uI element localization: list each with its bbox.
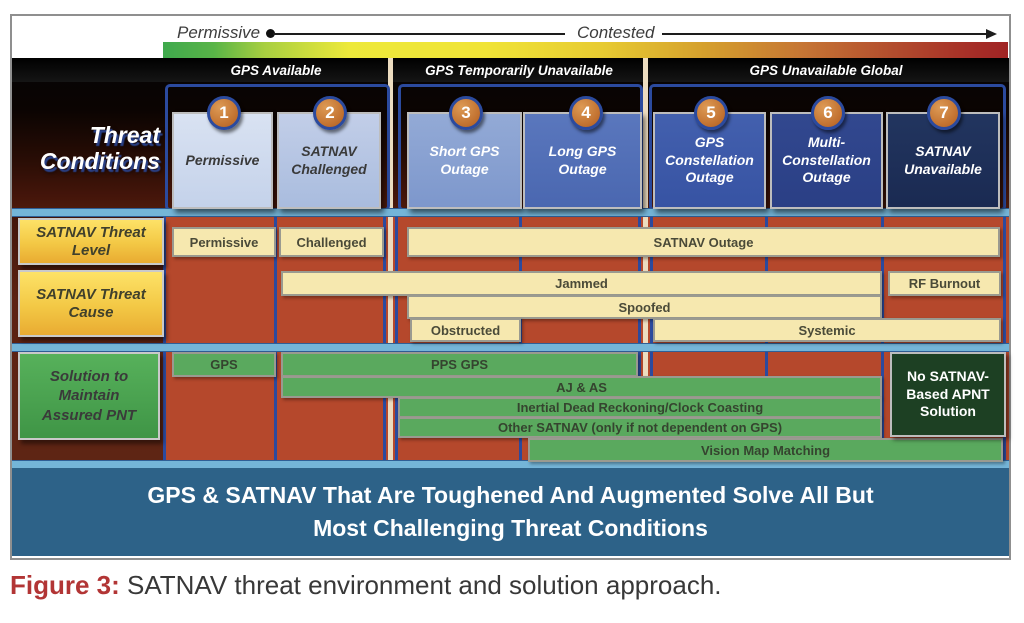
row-label-satnav-threat-cause: SATNAV Threat Cause xyxy=(18,270,164,337)
column-line xyxy=(638,208,641,460)
section-header-strip xyxy=(12,58,1009,82)
column-line xyxy=(395,208,398,460)
row-label-threat-conditions: Threat Conditions xyxy=(39,122,160,175)
bar-solution-inertial: Inertial Dead Reckoning/Clock Coasting xyxy=(398,397,882,418)
number-circle-6: 6 xyxy=(811,96,845,130)
section-header-gps-unavailable-global: GPS Unavailable Global xyxy=(749,63,903,78)
banner-line-2: Most Challenging Threat Conditions xyxy=(313,515,708,541)
timeline-dot-icon xyxy=(266,29,275,38)
scale-permissive-label: Permissive xyxy=(177,23,261,42)
summary-banner: GPS & SATNAV That Are Toughened And Augm… xyxy=(12,468,1009,556)
number-circle-4: 4 xyxy=(569,96,603,130)
bar-solution-vision-map-matching: Vision Map Matching xyxy=(528,438,1003,462)
scale-line-left xyxy=(273,33,565,35)
column-line xyxy=(383,208,386,460)
separator-band xyxy=(12,343,1009,352)
condition-box-gps-constellation-outage: GPS Constellation Outage xyxy=(653,112,766,209)
column-line xyxy=(163,208,166,460)
scale-contested-label: Contested xyxy=(577,23,655,42)
column-line xyxy=(650,208,653,460)
bar-solution-pps-gps: PPS GPS xyxy=(281,352,638,377)
bar-cause-systemic: Systemic xyxy=(653,318,1001,342)
row-label-satnav-threat-level: SATNAV Threat Level xyxy=(18,218,164,265)
number-circle-1: 1 xyxy=(207,96,241,130)
column-line xyxy=(274,208,277,460)
column-line xyxy=(1003,208,1006,460)
bar-threat-level-permissive: Permissive xyxy=(172,227,276,257)
threat-gradient-bar xyxy=(163,42,1008,58)
bar-cause-obstructed: Obstructed xyxy=(410,318,521,342)
bar-cause-rf-burnout: RF Burnout xyxy=(888,271,1001,296)
arrow-head-icon xyxy=(986,29,997,39)
condition-box-short-gps-outage: Short GPS Outage xyxy=(407,112,522,209)
no-satnav-apnt-solution-box: No SATNAV-Based APNT Solution xyxy=(890,352,1006,437)
figure-caption-text: SATNAV threat environment and solution a… xyxy=(119,570,722,600)
banner-line-1: GPS & SATNAV That Are Toughened And Augm… xyxy=(147,481,874,508)
bar-solution-aj-as: AJ & AS xyxy=(281,376,882,398)
number-circle-2: 2 xyxy=(313,96,347,130)
bar-cause-spoofed: Spoofed xyxy=(407,295,882,319)
row-label-solution: Solution to Maintain Assured PNT xyxy=(18,352,160,440)
number-circle-5: 5 xyxy=(694,96,728,130)
bar-threat-level-satnav-outage: SATNAV Outage xyxy=(407,227,1000,257)
figure-caption-prefix: Figure 3: xyxy=(10,570,120,600)
scale-line-right xyxy=(662,33,988,35)
figure-caption: Figure 3: SATNAV threat environment and … xyxy=(10,570,722,601)
section-header-gps-available: GPS Available xyxy=(230,63,322,78)
bar-cause-jammed: Jammed xyxy=(281,271,882,296)
separator-band xyxy=(12,208,1009,217)
number-circle-3: 3 xyxy=(449,96,483,130)
number-circle-7: 7 xyxy=(927,96,961,130)
group-divider xyxy=(643,58,648,460)
section-header-gps-temporarily-unavailable: GPS Temporarily Unavailable xyxy=(425,63,613,78)
bar-threat-level-challenged: Challenged xyxy=(279,227,384,257)
group-divider xyxy=(388,58,393,460)
bar-solution-gps: GPS xyxy=(172,352,276,377)
bar-solution-other-satnav: Other SATNAV (only if not dependent on G… xyxy=(398,417,882,438)
